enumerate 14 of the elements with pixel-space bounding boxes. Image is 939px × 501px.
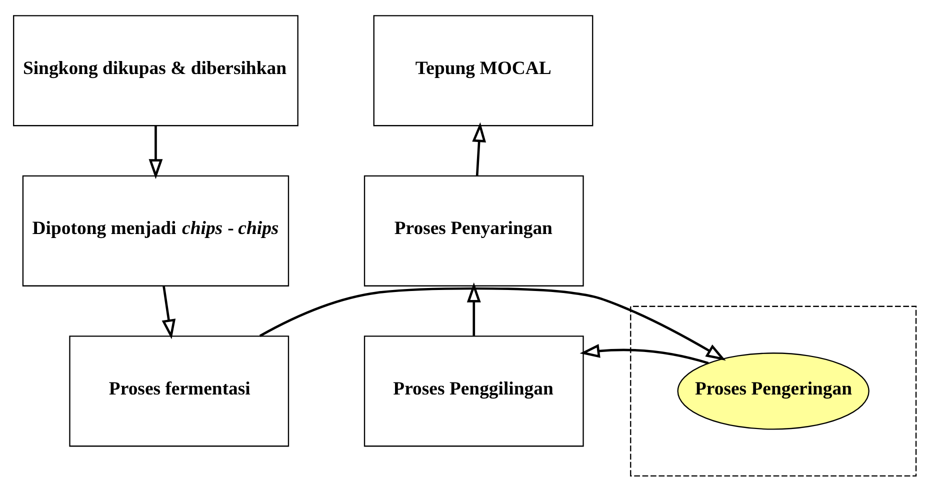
node-box: Tepung MOCAL bbox=[373, 15, 594, 126]
arrow bbox=[162, 286, 176, 340]
node-box: Singkong dikupas & dibersihkan bbox=[13, 15, 298, 126]
node-box: Proses Penggilingan bbox=[364, 336, 584, 447]
node-box: Proses fermentasi bbox=[69, 336, 290, 447]
node-box: Dipotong menjadi chips - chips bbox=[22, 175, 290, 286]
node-ellipse: Proses Pengeringan bbox=[677, 352, 870, 430]
arrow bbox=[148, 126, 163, 180]
node-box: Proses Penyaringan bbox=[364, 175, 584, 286]
cluster bbox=[630, 306, 917, 477]
arrow bbox=[259, 287, 726, 361]
arrow bbox=[472, 122, 486, 176]
arrow bbox=[466, 282, 481, 336]
arrow bbox=[580, 344, 709, 364]
